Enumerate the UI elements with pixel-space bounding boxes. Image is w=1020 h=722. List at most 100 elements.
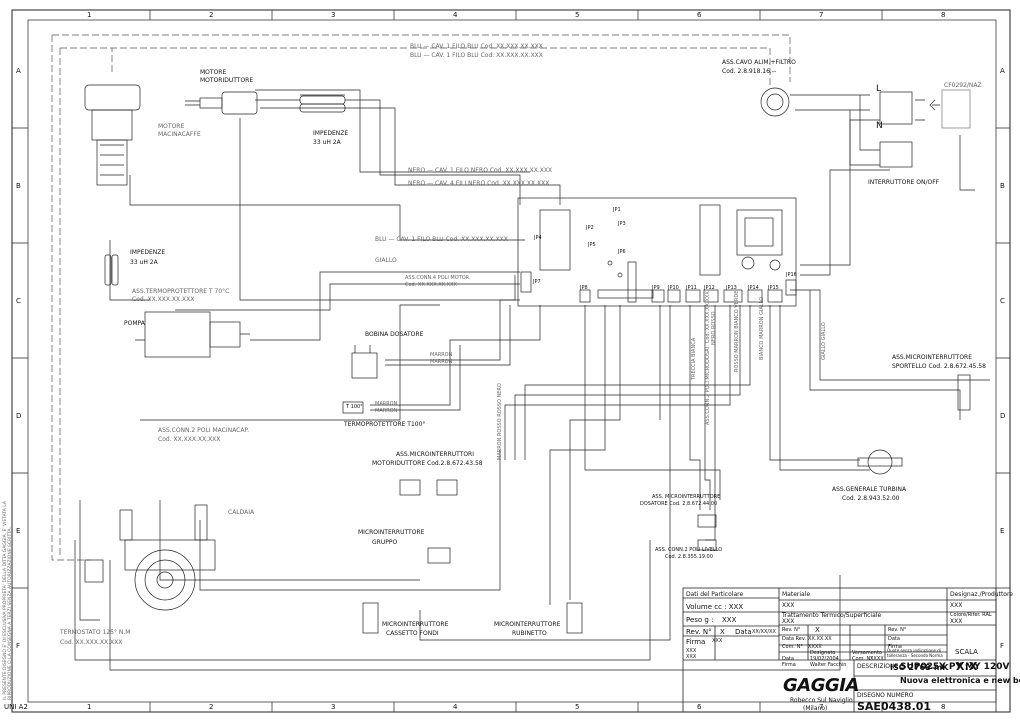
tb-rev-val: X <box>720 628 725 636</box>
tb-firma-label: Firma <box>686 638 706 646</box>
pcb-jp10: JP10 <box>668 285 679 291</box>
tb-data-label: Data <box>735 628 752 636</box>
label-termoprotettore-70: ASS.TERMOPROTETTORE T 70°C <box>132 288 230 295</box>
pcb-jp11: JP11 <box>686 285 697 291</box>
grid-row-c-right: C <box>1000 297 1005 305</box>
grid-row-c: C <box>16 297 21 305</box>
tb-disegno-val: SAE0438.01 <box>857 700 932 713</box>
tb-data-rev: Data Rev. <box>782 636 807 642</box>
tb-iso: ISO 2768-mK <box>890 663 949 672</box>
tb-peso-label: Peso g : <box>686 616 714 624</box>
grid-col-1-bottom: 1 <box>87 703 92 711</box>
tb-com-n2-val: XXXX <box>870 656 884 662</box>
sheet-format: UNI A2 <box>4 703 28 711</box>
grid-row-b-right: B <box>1000 182 1005 190</box>
tb-desc-2: Nuova elettronica e new boiler. <box>900 676 1020 685</box>
label-micro-cassetto: MICROINTERRUTTORE <box>382 621 449 628</box>
pcb-jp15: JP15 <box>768 285 779 291</box>
grid-col-4: 4 <box>453 11 458 19</box>
grid-col-7-bottom: 7 <box>819 703 824 711</box>
label-t100-box: T 100° <box>346 404 363 410</box>
tb-colore-val: XXX <box>950 618 963 625</box>
label-ass-conn-macinacap: ASS.CONN.2 POLI MACINACAP. <box>158 427 250 434</box>
label-conn-livello: ASS. CONN.2 POLI LIVELLO <box>655 547 723 553</box>
tb-disegno-label: DISEGNO NUMERO <box>857 692 914 699</box>
label-pompa: POMPA <box>124 320 145 327</box>
grid-col-4-bottom: 4 <box>453 703 458 711</box>
label-micro-motoriduttore-code: MOTORIDUTTORE Cod.2.8.672.43.58 <box>372 460 483 467</box>
grid-row-f-right: F <box>1000 642 1005 650</box>
label-marron-3: MARRON <box>375 401 398 407</box>
label-micro-gruppo-2: GRUPPO <box>372 539 398 546</box>
label-bobina: BOBINA DOSATORE <box>365 331 424 338</box>
label-termostato-code: Cod. XX.XXX.XX.XXX <box>60 639 123 646</box>
grid-col-5: 5 <box>575 11 580 19</box>
pcb-jp4: JP4 <box>534 235 542 241</box>
grid-col-3: 3 <box>331 11 336 19</box>
label-turbina-code: Cod. 2.8.943.52.00 <box>842 495 900 502</box>
label-ass-cavo-code: Cod. 2.8.918.16.-- <box>722 68 777 75</box>
tb-rev-n-val: X <box>815 626 820 634</box>
vert-label-colors-2: BIANCO MARRON GIALLO <box>759 296 765 360</box>
tb-com-n: Com. N° <box>782 644 803 650</box>
pcb-jp3: JP3 <box>618 221 626 227</box>
grid-row-d: D <box>16 412 22 420</box>
tb-rev-label: Rev. N° <box>686 628 712 636</box>
tb-colore: Colore/Rifer. RAL <box>950 612 992 618</box>
label-marron-2: MARRON <box>430 359 453 365</box>
grid-row-e-right: E <box>1000 527 1005 535</box>
vert-label-colors-1: ROSSO MARRON BIANCO VERDE <box>734 290 740 372</box>
tb-rev-n: Rev. N° <box>782 627 801 633</box>
grid-row-d-right: D <box>1000 412 1006 420</box>
tb-data-rev-val: XX.XX.XX <box>808 636 832 642</box>
tb-com-n-val: XXXX <box>808 644 822 650</box>
pcb-jp2: JP2 <box>586 225 594 231</box>
grid-row-a: A <box>16 67 21 75</box>
tb-com-n2: Com. N° <box>852 656 873 662</box>
brand-sub-2: (Milano) <box>803 705 828 712</box>
label-impedenze-2: IMPEDENZE <box>130 249 166 256</box>
label-motoriduttore: MOTORIDUTTORE <box>200 77 254 84</box>
wire-label-blu-3: BLU — CAV. 1 FILO BLU Cod. XX.XXX.XX.XXX <box>375 236 508 243</box>
label-micro-dosatore-code: DOSATORE Cod. 2.8.672.44.00 <box>640 501 718 507</box>
label-conn-livello-code: Cod. 2.8.355.19.00 <box>665 554 713 560</box>
label-micro-sportello: ASS.MICROINTERRUTTORE <box>892 354 973 361</box>
tb-scala-val: X:X <box>956 660 978 673</box>
label-motore: MOTORE <box>200 69 227 76</box>
wire-label-nero-2: NERO — CAV. 4 FILI NERO Cod. XX.XXX.XX.X… <box>408 180 550 187</box>
wire-label-blu-1: BLU — CAV. 1 FILO BLU Cod. XX.XXX.XX.XXX <box>410 43 543 50</box>
label-termostato: TERMOSTATO 125° N.M <box>60 629 131 636</box>
tb-trattamento: Trattamento Termico/Superficiale <box>782 612 882 619</box>
tb-descrizione-label: DESCRIZIONE <box>857 663 899 670</box>
label-impedenze-1-spec: 33 uH 2A <box>313 139 341 146</box>
tb-xxx-2: XXX <box>686 654 697 660</box>
pcb-jp5: JP5 <box>588 242 596 248</box>
vert-label-colors-3: GIALLO GIALLO <box>821 322 827 360</box>
label-cf: CF0292/NAZ <box>944 82 982 89</box>
tb-materiale: Materiale <box>782 591 811 598</box>
tb-designaz-val: XXX <box>950 602 963 609</box>
tb-firma-name: Walter Facchin <box>810 662 847 668</box>
tb-xxx-1: XXX <box>686 648 697 654</box>
label-ass-cavo: ASS.CAVO ALIM.+FILTRO <box>722 59 796 66</box>
tb-scala-label: SCALA <box>955 648 978 656</box>
pcb-jp9: JP9 <box>652 285 660 291</box>
grid-col-3-bottom: 3 <box>331 703 336 711</box>
label-interruttore: INTERRUTTORE ON/OFF <box>868 179 940 186</box>
grid-col-2: 2 <box>209 11 214 19</box>
label-impedenze-1: IMPEDENZE <box>313 130 349 137</box>
label-ass-conn-motor-code: Cod. XX.XXX.XX.XXX <box>405 282 457 288</box>
label-impedenze-2-spec: 33 uH 2A <box>130 259 158 266</box>
label-marron-4: MARRON <box>375 408 398 414</box>
label-micro-rubinetto-2: RUBINETTO <box>512 630 547 637</box>
vert-label-colors-4: MARRON ROSSO ROSSO NERO <box>497 383 503 460</box>
tb-firma2: Firma <box>888 644 902 650</box>
grid-row-b: B <box>16 182 21 190</box>
pcb-jp1: JP1 <box>613 207 621 213</box>
tb-volume: Volume cc : XXX <box>686 603 744 611</box>
label-motore-macinacaffe-2: MACINACAFFE <box>158 131 201 138</box>
wire-label-giallo: GIALLO <box>375 257 397 264</box>
tb-materiale-val: XXX <box>782 602 795 609</box>
pcb-jp12: JP12 <box>704 285 715 291</box>
label-micro-dosatore: ASS. MICROINTERRUTTORE <box>652 494 721 500</box>
